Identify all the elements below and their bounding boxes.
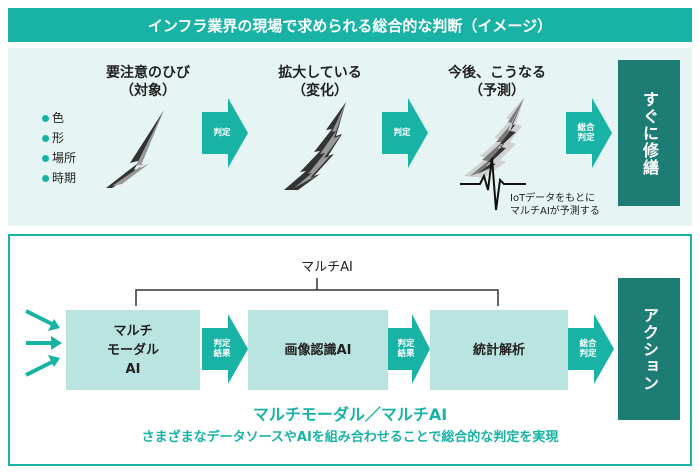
result-arrow-1: 判定結果 <box>202 314 248 384</box>
judgment-arrow-1: 判定 <box>202 98 248 168</box>
overall-judgment-arrow-top: 総合判定 <box>566 98 612 168</box>
attribute-list: 色 形 場所 時期 <box>42 108 76 188</box>
prediction-note: IoTデータをもとにマルチAIが予測する <box>510 193 600 217</box>
action-box: アクション <box>618 278 680 420</box>
attribute-item: 場所 <box>42 148 76 168</box>
stage-label-change: 拡大している（変化） <box>278 65 362 99</box>
attribute-item: 時期 <box>42 168 76 188</box>
statistical-analysis-box: 統計解析 <box>430 310 568 390</box>
result-arrow-2: 判定結果 <box>388 314 430 384</box>
sensor-waveform-icon <box>460 157 526 211</box>
bullet-dot-icon <box>42 155 49 162</box>
repair-action-box: すぐに修繕 <box>618 60 680 206</box>
summary-title: マルチモーダル／マルチAI <box>252 405 448 424</box>
diagram-title: インフラ業界の現場で求められる総合的な判断（イメージ） <box>8 8 692 42</box>
bullet-dot-icon <box>42 115 49 122</box>
judgment-arrow-2: 判定 <box>382 98 428 168</box>
crack-small-icon <box>106 110 164 188</box>
input-arrows-icon <box>25 309 62 377</box>
attribute-item: 色 <box>42 108 76 128</box>
bracket-label: マルチAI <box>301 260 353 275</box>
multi-ai-bracket <box>135 278 499 306</box>
overall-judgment-arrow-bottom: 総合判定 <box>568 314 614 384</box>
bullet-dot-icon <box>42 135 49 142</box>
bullet-dot-icon <box>42 175 49 182</box>
stage-label-target: 要注意のひび（対象） <box>106 65 190 99</box>
stage-label-prediction: 今後、こうなる（予測） <box>448 65 546 99</box>
summary-subtitle: さまざまなデータソースやAIを組み合わせることで総合的な判定を実現 <box>141 430 559 445</box>
crack-large-icon <box>464 98 524 178</box>
crack-medium-icon <box>284 102 346 190</box>
attribute-item: 形 <box>42 128 76 148</box>
image-recognition-ai-box: 画像認識AI <box>248 310 388 390</box>
